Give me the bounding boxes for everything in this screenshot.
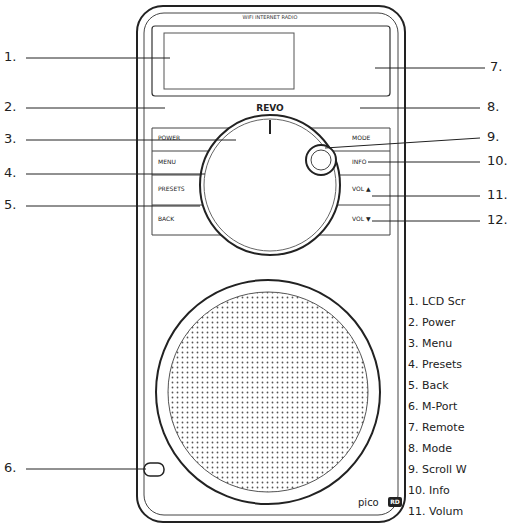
callout-number: 10. — [487, 154, 508, 168]
button-label: MENU — [158, 159, 176, 166]
button-label: MODE — [352, 135, 370, 142]
legend-line: 9. Scroll W — [408, 464, 467, 476]
legend-line: 5. Back — [408, 380, 449, 392]
callout-number: 5. — [4, 198, 16, 212]
callout-number: 3. — [4, 132, 16, 146]
callout-number: 4. — [4, 166, 16, 180]
callout-number: 11. — [487, 188, 508, 202]
callout-number: 1. — [4, 50, 16, 64]
callout-number: 12. — [487, 213, 508, 227]
callout-number: 7. — [490, 60, 502, 74]
button-label: PRESETS — [158, 186, 185, 193]
legend-line: 7. Remote — [408, 422, 464, 434]
legend-line: 8. Mode — [408, 443, 452, 455]
brand-text: WIFI INTERNET RADIO — [243, 15, 298, 21]
logo-text: REVO — [256, 104, 284, 114]
legend-line: 1. LCD Scr — [408, 296, 465, 308]
callout-number: 8. — [487, 100, 499, 114]
button-label: BACK — [158, 216, 174, 223]
button-label: VOL ▼ — [352, 216, 371, 223]
callout-number: 6. — [4, 461, 16, 475]
callout-number: 9. — [487, 130, 499, 144]
legend-line: 2. Power — [408, 317, 455, 329]
button-label: POWER — [158, 135, 180, 142]
callout-number: 2. — [4, 100, 16, 114]
legend-line: 10. Info — [408, 485, 450, 497]
logo-text: pico — [358, 497, 379, 508]
button-label: INFO — [352, 159, 366, 166]
legend-line: 4. Presets — [408, 359, 462, 371]
legend-line: 3. Menu — [408, 338, 452, 350]
legend-line: 11. Volum — [408, 506, 463, 518]
button-label: VOL ▲ — [352, 186, 371, 193]
legend-line: 6. M-Port — [408, 401, 457, 413]
logo-badge-text: RD — [390, 499, 400, 506]
